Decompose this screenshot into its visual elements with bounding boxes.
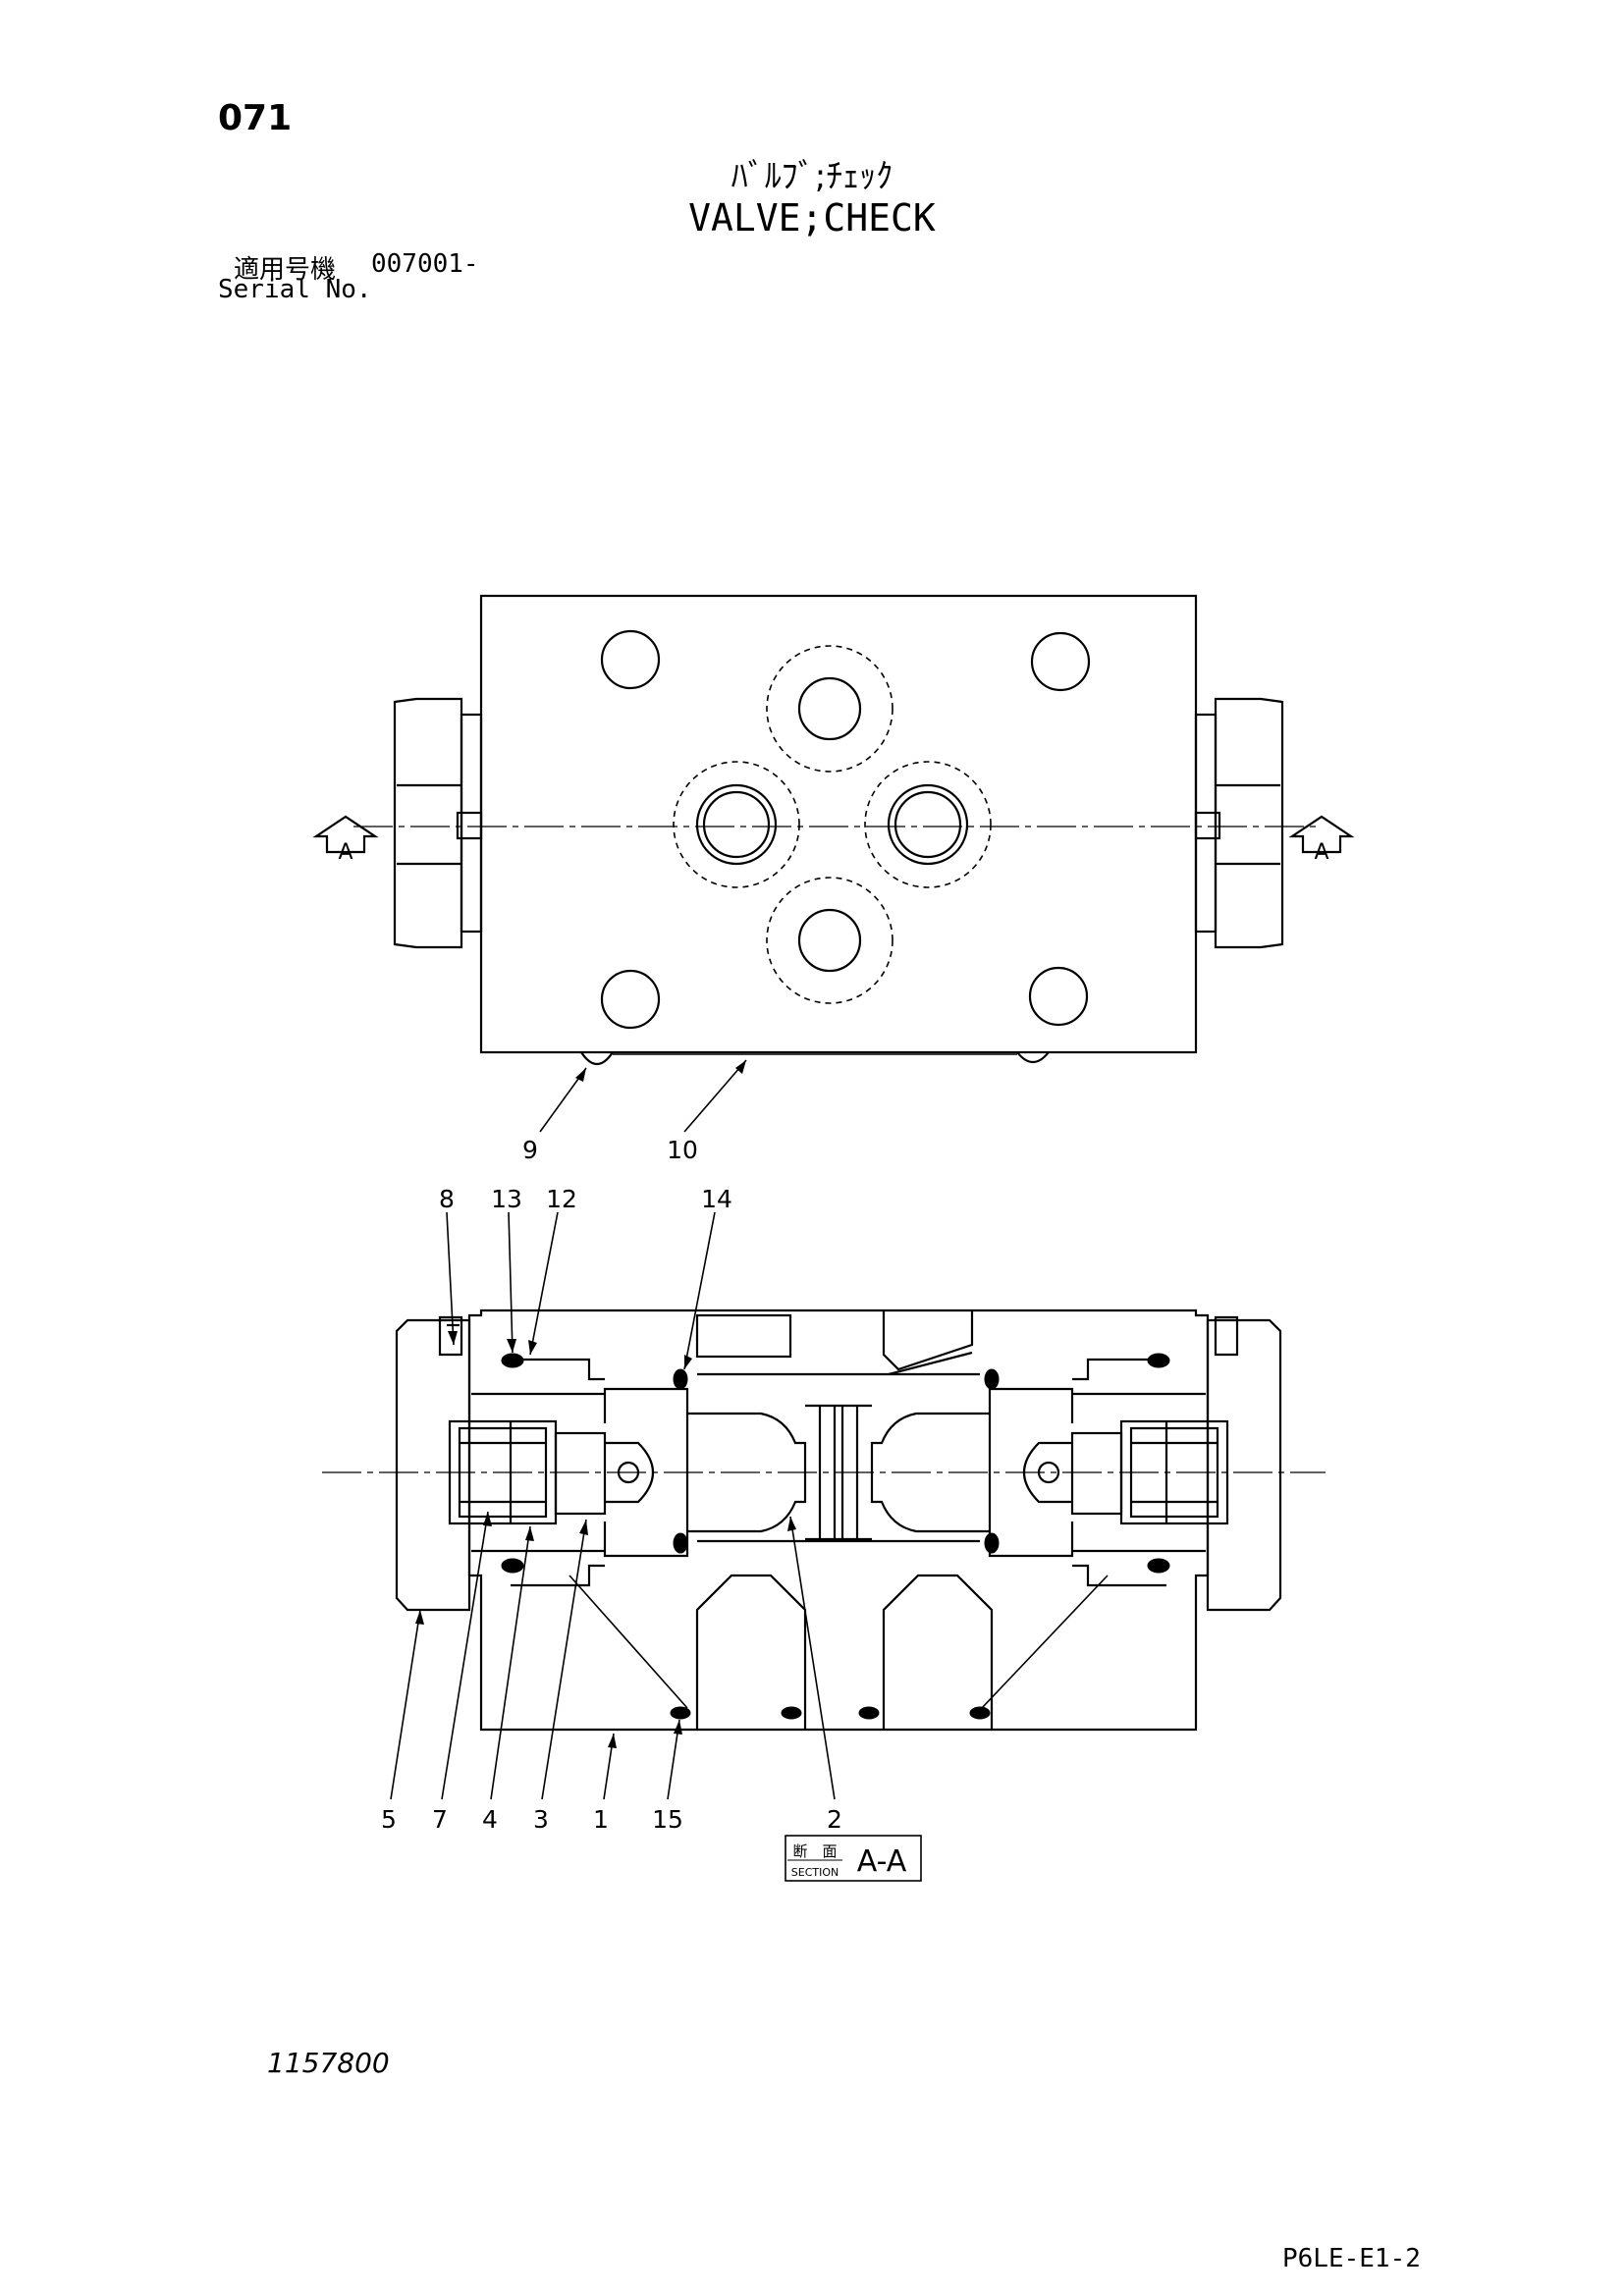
bolt-hole — [600, 629, 661, 690]
callout-3: 3 — [533, 1805, 549, 1834]
section-label-name: A-A — [857, 1844, 907, 1879]
lower-port-right — [882, 1574, 994, 1730]
callout-8: 8 — [439, 1185, 455, 1213]
callout-7: 7 — [432, 1805, 448, 1834]
end-plug-right — [1194, 697, 1284, 949]
port-top — [766, 645, 893, 773]
plug-right-section — [1206, 1318, 1282, 1612]
callout-10: 10 — [667, 1136, 698, 1164]
end-plug-left — [393, 697, 483, 949]
section-marker-left: A — [338, 840, 352, 865]
callout-15: 15 — [652, 1805, 683, 1834]
bolt-hole — [600, 969, 661, 1030]
bolt-hole — [1030, 631, 1091, 692]
callout-9: 9 — [522, 1136, 538, 1164]
section-arrow-left — [312, 815, 379, 854]
section-label-en: SECTION — [791, 1866, 839, 1879]
title-japanese: ﾊﾞﾙﾌﾞ;ﾁｪｯｸ — [731, 157, 893, 196]
drawing-number: 1157800 — [267, 2047, 390, 2079]
lower-port-left — [695, 1574, 807, 1730]
bolt-hole — [1028, 966, 1089, 1027]
section-view — [322, 1308, 1326, 1732]
plug-left-section — [395, 1318, 471, 1612]
callout-5: 5 — [381, 1805, 397, 1834]
valve-body-section — [467, 1308, 1210, 1732]
leader-lines-section — [390, 1211, 836, 1800]
o-ring-bump — [1016, 1051, 1050, 1064]
callout-12: 12 — [546, 1185, 577, 1213]
callout-labels: 9 10 8 13 12 14 5 7 4 3 1 15 2 — [381, 1136, 842, 1834]
sheet-code: P6LE-E1-2 — [1282, 2244, 1421, 2273]
port-right — [864, 761, 992, 888]
callout-4: 4 — [482, 1805, 498, 1834]
section-label-jp: 断 面 — [792, 1842, 837, 1860]
callout-13: 13 — [491, 1185, 522, 1213]
arrowheads — [415, 1060, 796, 1748]
top-view — [353, 594, 1321, 1066]
leader-lines-top — [539, 1059, 747, 1133]
section-marker-right: A — [1314, 840, 1328, 865]
serial-label-english: Serial No. — [218, 275, 372, 304]
serial-label-japanese: 適用号機 — [234, 255, 337, 285]
port-left — [673, 761, 800, 888]
section-label-box — [785, 1835, 922, 1882]
o-rings — [501, 1353, 1170, 1720]
section-arrow-right — [1288, 815, 1355, 854]
page-number: 071 — [218, 98, 293, 138]
port-bottom — [766, 877, 893, 1004]
o-ring-bump — [580, 1051, 614, 1066]
callout-1: 1 — [593, 1805, 609, 1834]
callout-2: 2 — [827, 1805, 842, 1834]
serial-value: 007001- — [371, 249, 479, 279]
callout-14: 14 — [701, 1185, 732, 1213]
title-english: VALVE;CHECK — [688, 196, 936, 240]
